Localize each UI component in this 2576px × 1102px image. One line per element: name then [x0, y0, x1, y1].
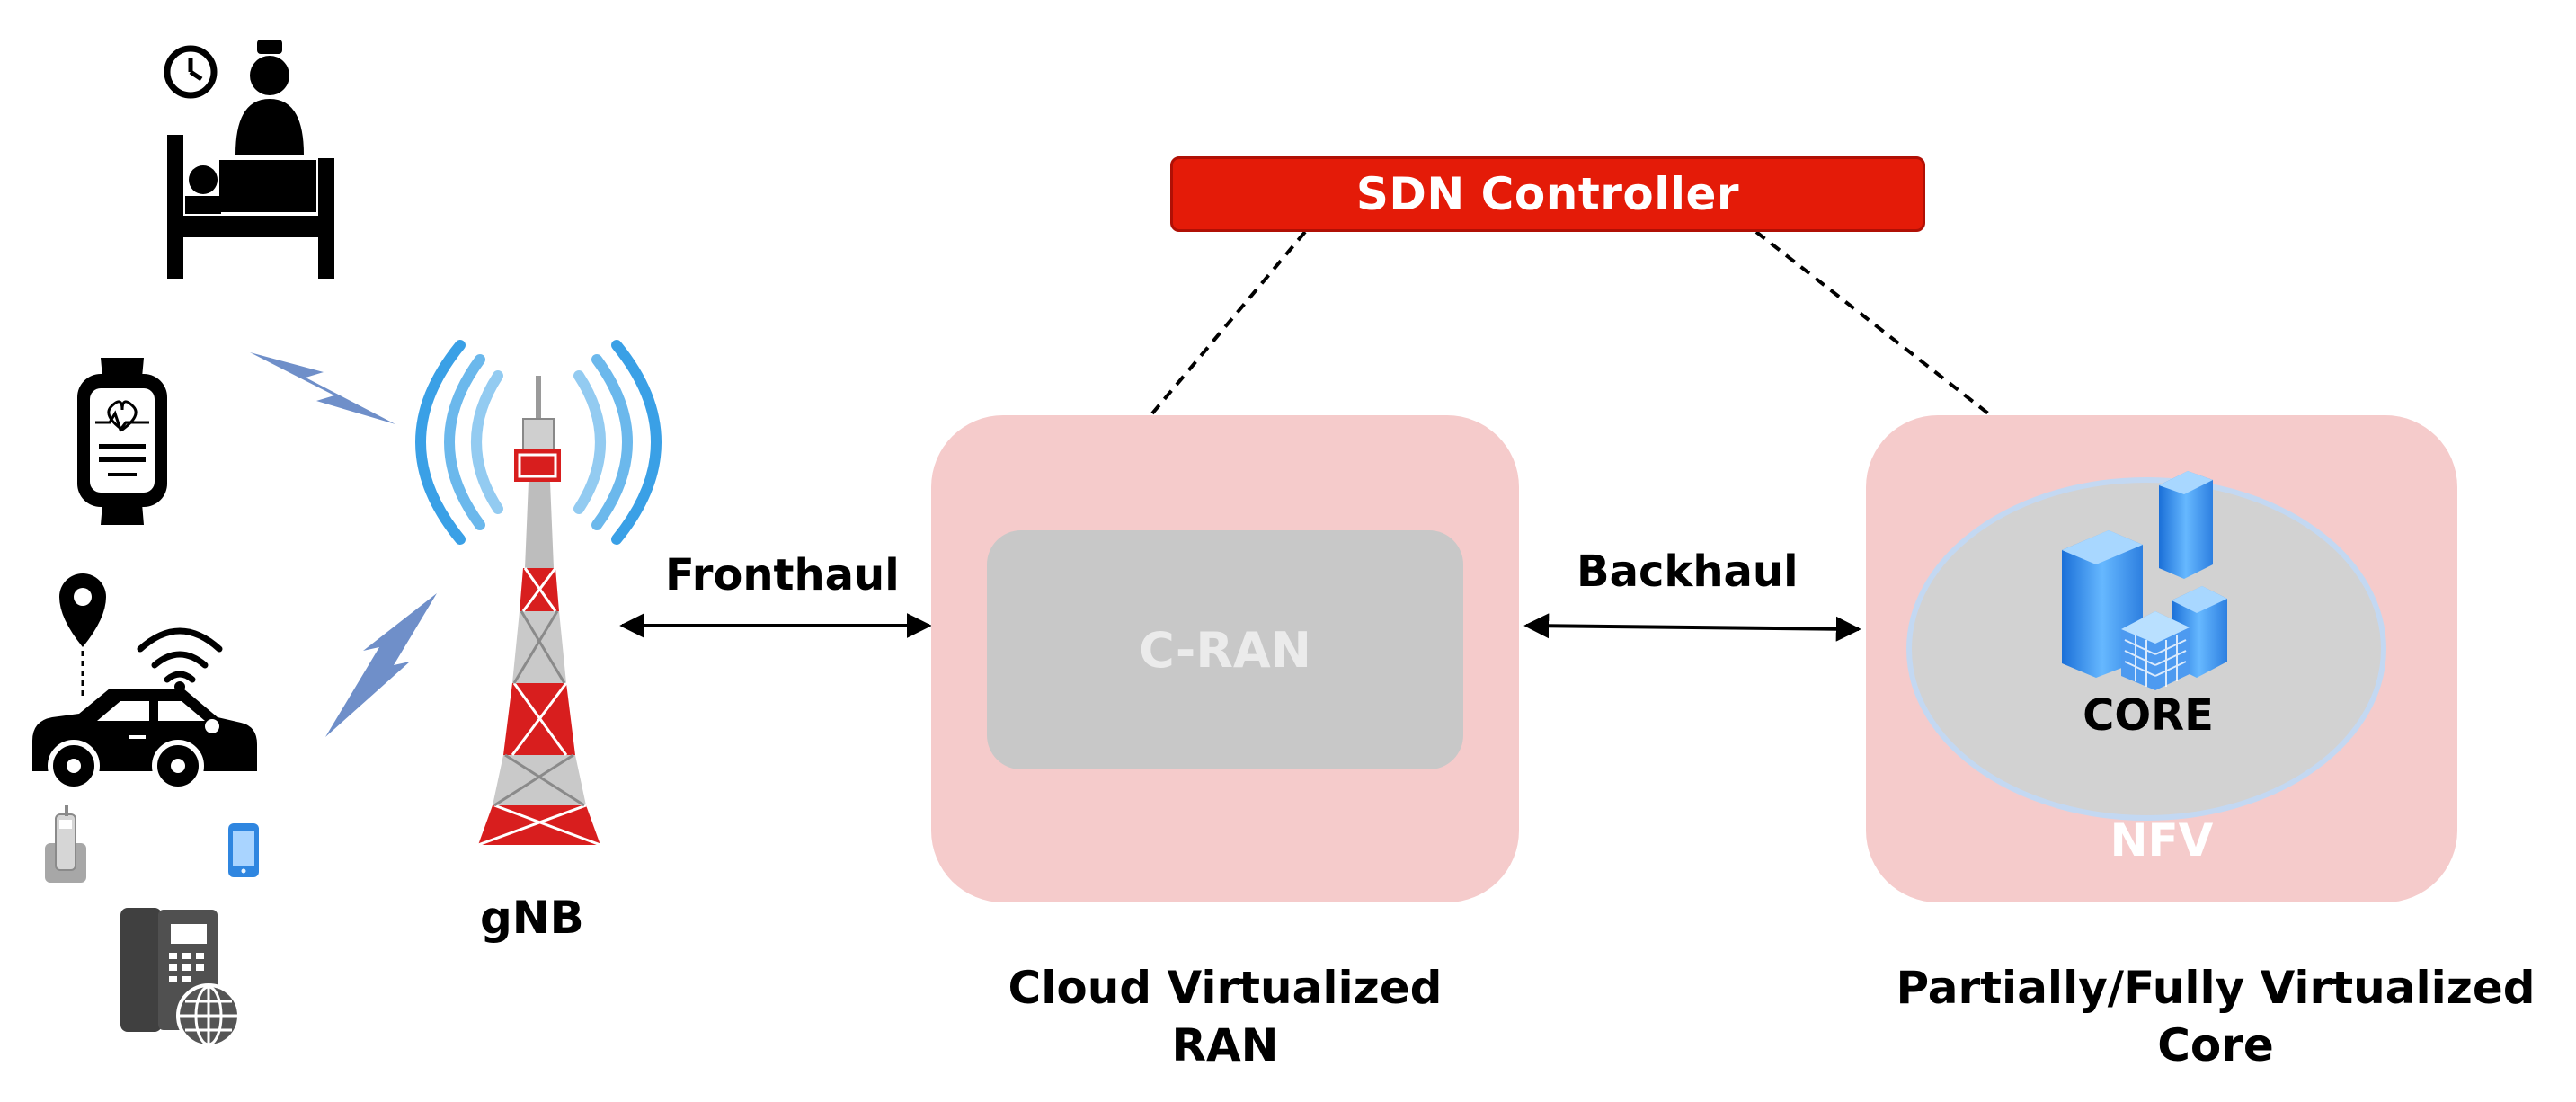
sdn-controller-box: SDN Controller: [1170, 156, 1925, 232]
lightning-link-icon: [325, 593, 437, 737]
cordless-phone-icon: [45, 805, 86, 883]
cell-tower-icon: [415, 340, 662, 847]
lightning-link-icon: [250, 352, 395, 424]
smartwatch-icon: [77, 358, 167, 525]
cran-caption-line1: Cloud Virtualized: [1008, 962, 1443, 1014]
hospital-patient-icon: [164, 40, 334, 279]
backhaul-arrow: [1523, 613, 1861, 642]
sdn-controller-label: SDN Controller: [1355, 168, 1740, 220]
core-caption-line1: Partially/Fully Virtualized: [1896, 962, 2536, 1014]
server-cluster-icon: [2062, 471, 2227, 690]
ip-desk-phone-icon: [120, 908, 241, 1048]
cran-box: C-RAN: [987, 530, 1463, 769]
connected-car-icon: [32, 689, 257, 792]
gnb-label: gNB: [480, 892, 584, 944]
core-caption-line2: Core: [2157, 1019, 2274, 1071]
nfv-label: NFV: [2110, 814, 2214, 866]
sdn-to-cran-dashed-link: [1150, 230, 1307, 415]
location-pin-icon: [59, 573, 106, 699]
cran-label: C-RAN: [1139, 621, 1311, 679]
fronthaul-label: Fronthaul: [665, 550, 900, 600]
backhaul-label: Backhaul: [1577, 547, 1799, 597]
cran-caption-line2: RAN: [1171, 1019, 1279, 1071]
sdn-to-core-dashed-link: [1754, 230, 1990, 415]
core-label: CORE: [2083, 690, 2214, 741]
smartphone-icon: [228, 823, 259, 877]
